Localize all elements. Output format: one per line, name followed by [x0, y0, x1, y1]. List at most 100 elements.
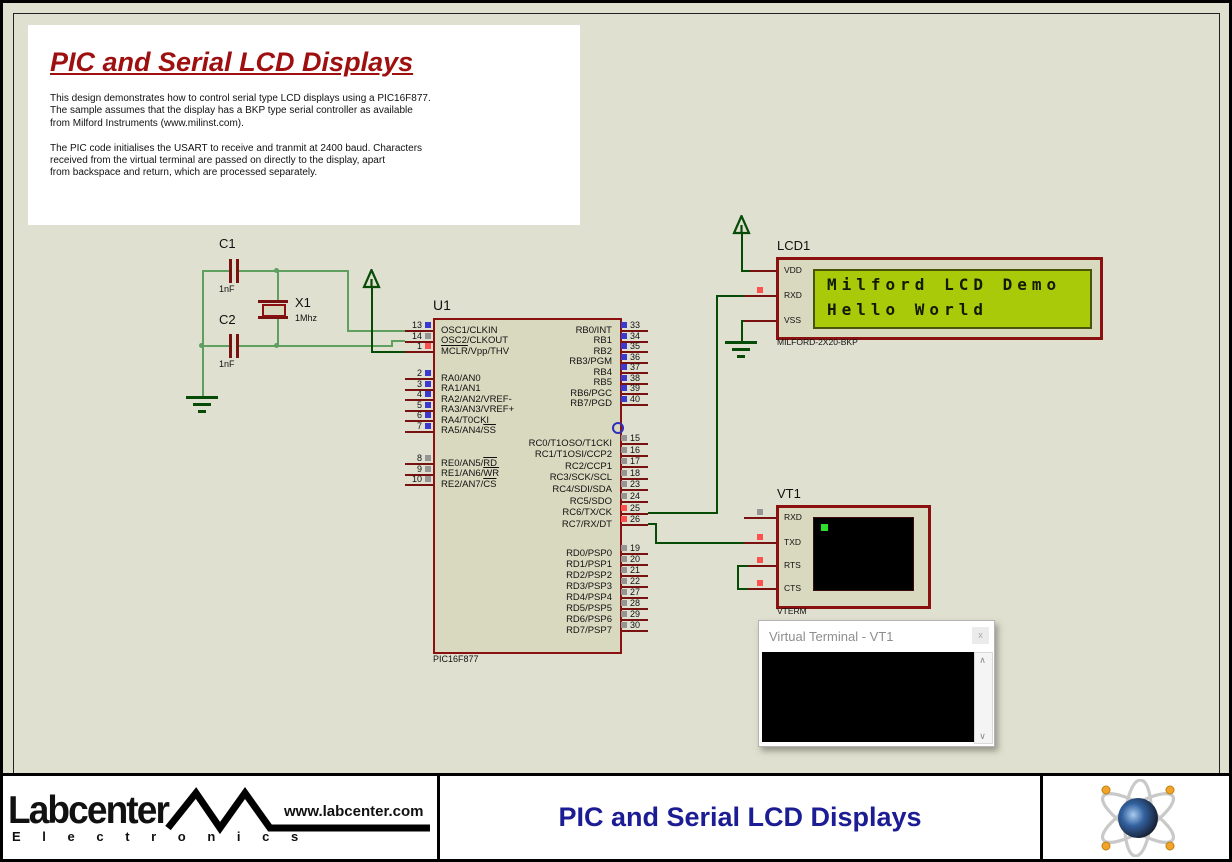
pin-stub-21[interactable]	[618, 575, 648, 577]
pin-number-28: 28	[630, 598, 641, 608]
capacitor-c2-value: 1nF	[219, 359, 235, 369]
intro-box: PIC and Serial LCD Displays This design …	[28, 25, 580, 225]
pin-label-33: RB0/INT	[575, 324, 612, 336]
pin-stub-18[interactable]	[618, 477, 648, 480]
pin-number-38: 38	[630, 372, 641, 383]
window-title: Virtual Terminal - VT1	[769, 629, 894, 644]
intro-title: PIC and Serial LCD Displays	[50, 47, 414, 77]
pin-label-3: RA1/AN1	[441, 383, 481, 394]
capacitor-c1[interactable]	[236, 259, 239, 283]
pin-stub-1[interactable]	[405, 351, 433, 353]
wire	[239, 345, 392, 347]
wire	[202, 270, 204, 398]
pin-stub-35[interactable]	[618, 351, 648, 353]
pin-stub-28[interactable]	[618, 608, 648, 610]
pin-stub-2[interactable]	[405, 378, 433, 380]
pin-label-2: RA0/AN0	[441, 372, 481, 384]
pin-label-35: RB2	[593, 345, 612, 357]
pin-stub-29[interactable]	[618, 619, 648, 621]
pin-stub-5[interactable]	[405, 409, 433, 412]
vt1-pin-label: RTS	[784, 560, 801, 570]
pin-stub-17[interactable]	[618, 466, 648, 469]
pin-state-square	[621, 395, 627, 402]
pin-stub-33[interactable]	[618, 330, 648, 332]
pin-number-2: 2	[416, 368, 422, 378]
wire	[371, 351, 405, 353]
wire	[202, 345, 231, 347]
pin-number-36: 36	[630, 351, 641, 362]
chip-u1-body[interactable]	[433, 318, 622, 654]
lcd1-pin-stub	[744, 320, 776, 322]
pin-stub-30[interactable]	[618, 630, 648, 632]
wire	[371, 287, 373, 353]
capacitor-c1[interactable]	[229, 259, 232, 283]
pin-stub-13[interactable]	[405, 330, 433, 332]
pin-label-36: RB3/PGM	[569, 356, 612, 367]
pin-stub-39[interactable]	[618, 393, 648, 395]
vt1-cts-square	[757, 580, 763, 586]
scrollbar[interactable]: ∧ ∨	[974, 652, 993, 744]
pin-stub-40[interactable]	[618, 403, 648, 406]
pin-label-23: RC4/SDI/SDA	[552, 483, 612, 495]
wire	[391, 340, 405, 342]
terminal-output-area[interactable]	[762, 652, 974, 742]
pin-number-25: 25	[630, 502, 641, 513]
wire	[239, 270, 347, 272]
pin-stub-9[interactable]	[405, 473, 433, 476]
pin-stub-16[interactable]	[618, 454, 648, 457]
chip-u1-part: PIC16F877	[433, 654, 479, 664]
vt1-pin-stub	[748, 588, 776, 590]
scroll-up-icon[interactable]: ∧	[979, 655, 986, 665]
pin-state-square	[621, 332, 627, 339]
virtual-terminal-window[interactable]: Virtual Terminal - VT1 x ∧ ∨	[758, 620, 995, 747]
pin-state-square	[425, 380, 431, 387]
pin-stub-19[interactable]	[618, 553, 648, 555]
pin-stub-3[interactable]	[405, 388, 433, 391]
pin-stub-38[interactable]	[618, 382, 648, 385]
pin-stub-36[interactable]	[618, 361, 648, 364]
wire	[737, 565, 739, 590]
intro-text: This design demonstrates how to control …	[50, 93, 431, 180]
pin-number-37: 37	[630, 362, 641, 372]
pin-state-square	[425, 370, 431, 376]
crystal-x1[interactable]	[258, 316, 288, 319]
wire	[741, 233, 743, 272]
pin-state-square	[425, 476, 431, 482]
pin-stub-37[interactable]	[618, 372, 648, 374]
pin-stub-27[interactable]	[618, 597, 648, 599]
footer-divider	[1040, 776, 1043, 859]
capacitor-c2[interactable]	[236, 334, 239, 358]
crystal-x1[interactable]	[258, 300, 288, 303]
pin-stub-26[interactable]	[618, 524, 648, 527]
pin-stub-24[interactable]	[618, 501, 648, 503]
pin-number-29: 29	[630, 609, 641, 619]
intro-line	[50, 130, 431, 142]
lcd1-ref: LCD1	[777, 238, 811, 253]
capacitor-c2[interactable]	[229, 334, 232, 358]
pin-stub-6[interactable]	[405, 420, 433, 422]
pin-stub-10[interactable]	[405, 484, 433, 486]
pin-label-6: RA4/T0CKI	[441, 414, 490, 426]
vt1-pin-stub	[744, 542, 776, 544]
pin-stub-4[interactable]	[405, 399, 433, 401]
pin-stub-14[interactable]	[405, 340, 433, 343]
pin-number-14: 14	[411, 330, 422, 341]
pin-stub-25[interactable]	[618, 512, 648, 515]
pin-number-24: 24	[630, 491, 641, 501]
pin-stub-34[interactable]	[618, 340, 648, 343]
pin-label-22: RD3/PSP3	[566, 580, 612, 592]
scroll-down-icon[interactable]: ∨	[979, 731, 986, 741]
close-icon[interactable]: x	[972, 627, 989, 644]
capacitor-c1-value: 1nF	[219, 284, 235, 294]
pin-label-5: RA3/AN3/VREF+	[441, 404, 515, 415]
pin-stub-20[interactable]	[618, 564, 648, 566]
pin-stub-22[interactable]	[618, 586, 648, 588]
pin-number-9: 9	[416, 463, 422, 474]
pin-number-15: 15	[630, 433, 641, 443]
pin-stub-15[interactable]	[618, 443, 648, 445]
ground-symbol	[725, 341, 757, 344]
crystal-x1[interactable]	[262, 304, 286, 317]
pin-stub-7[interactable]	[405, 430, 433, 433]
pin-stub-23[interactable]	[618, 489, 648, 492]
pin-stub-8[interactable]	[405, 463, 433, 465]
